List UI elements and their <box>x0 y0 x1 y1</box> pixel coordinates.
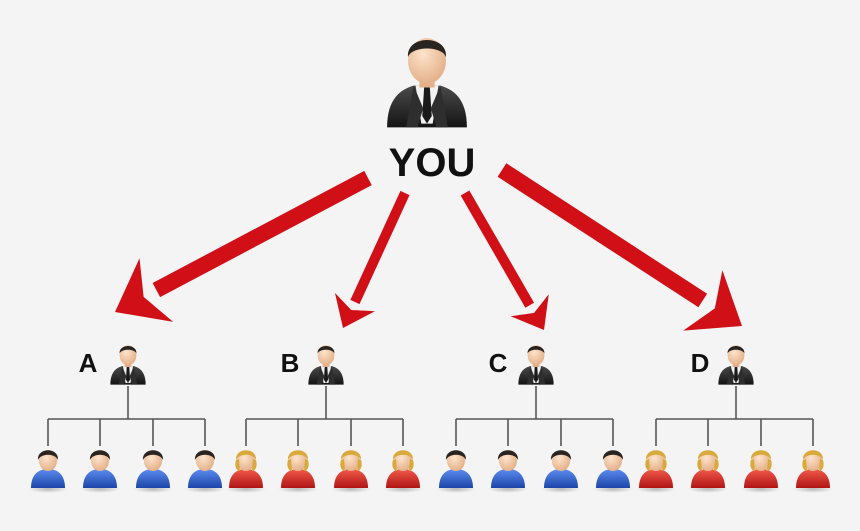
group-a-member-1-icon <box>28 450 68 493</box>
group-c-label: C <box>489 348 508 378</box>
root-label: YOU <box>389 141 476 185</box>
group-d-connectors <box>655 386 814 446</box>
group-a-label: A <box>79 348 98 378</box>
group-c-member-2-icon <box>488 450 528 493</box>
arrows <box>115 163 742 331</box>
group-d-member-1-icon <box>636 450 676 493</box>
group-b-member-1-icon <box>226 450 266 493</box>
group-c-member-3-icon <box>541 450 581 493</box>
group-d-member-3-icon <box>741 450 781 493</box>
root-node: YOU <box>387 38 475 185</box>
group-d-member-4-icon <box>793 450 833 493</box>
arrow-to-group-a <box>115 170 372 322</box>
group-a-leader-icon <box>110 345 146 385</box>
group-b-member-2-icon <box>278 450 318 493</box>
group-d: D <box>636 345 833 493</box>
group-c-leader-icon <box>518 345 554 385</box>
group-c-member-1-icon <box>436 450 476 493</box>
group-c: C <box>436 345 633 493</box>
group-c-connectors <box>455 386 614 446</box>
arrow-to-group-d <box>497 163 742 331</box>
root-businessman-figure <box>387 38 467 128</box>
businessman-icon <box>387 38 467 128</box>
group-a-member-3-icon <box>133 450 173 493</box>
arrow-to-group-b <box>334 190 410 328</box>
group-b-connectors <box>245 386 404 446</box>
group-nodes: A B C D <box>28 345 833 493</box>
group-d-member-2-icon <box>688 450 728 493</box>
group-d-leader-icon <box>718 345 754 385</box>
group-b-label: B <box>281 348 300 378</box>
arrow-to-group-c <box>460 190 549 330</box>
group-a: A <box>28 345 225 493</box>
group-b-member-3-icon <box>331 450 371 493</box>
group-c-member-4-icon <box>593 450 633 493</box>
group-b-leader-icon <box>308 345 344 385</box>
group-a-connectors <box>47 386 206 446</box>
group-d-label: D <box>691 348 710 378</box>
group-b-member-4-icon <box>383 450 423 493</box>
group-a-member-2-icon <box>80 450 120 493</box>
group-b: B <box>226 345 423 493</box>
group-a-member-4-icon <box>185 450 225 493</box>
